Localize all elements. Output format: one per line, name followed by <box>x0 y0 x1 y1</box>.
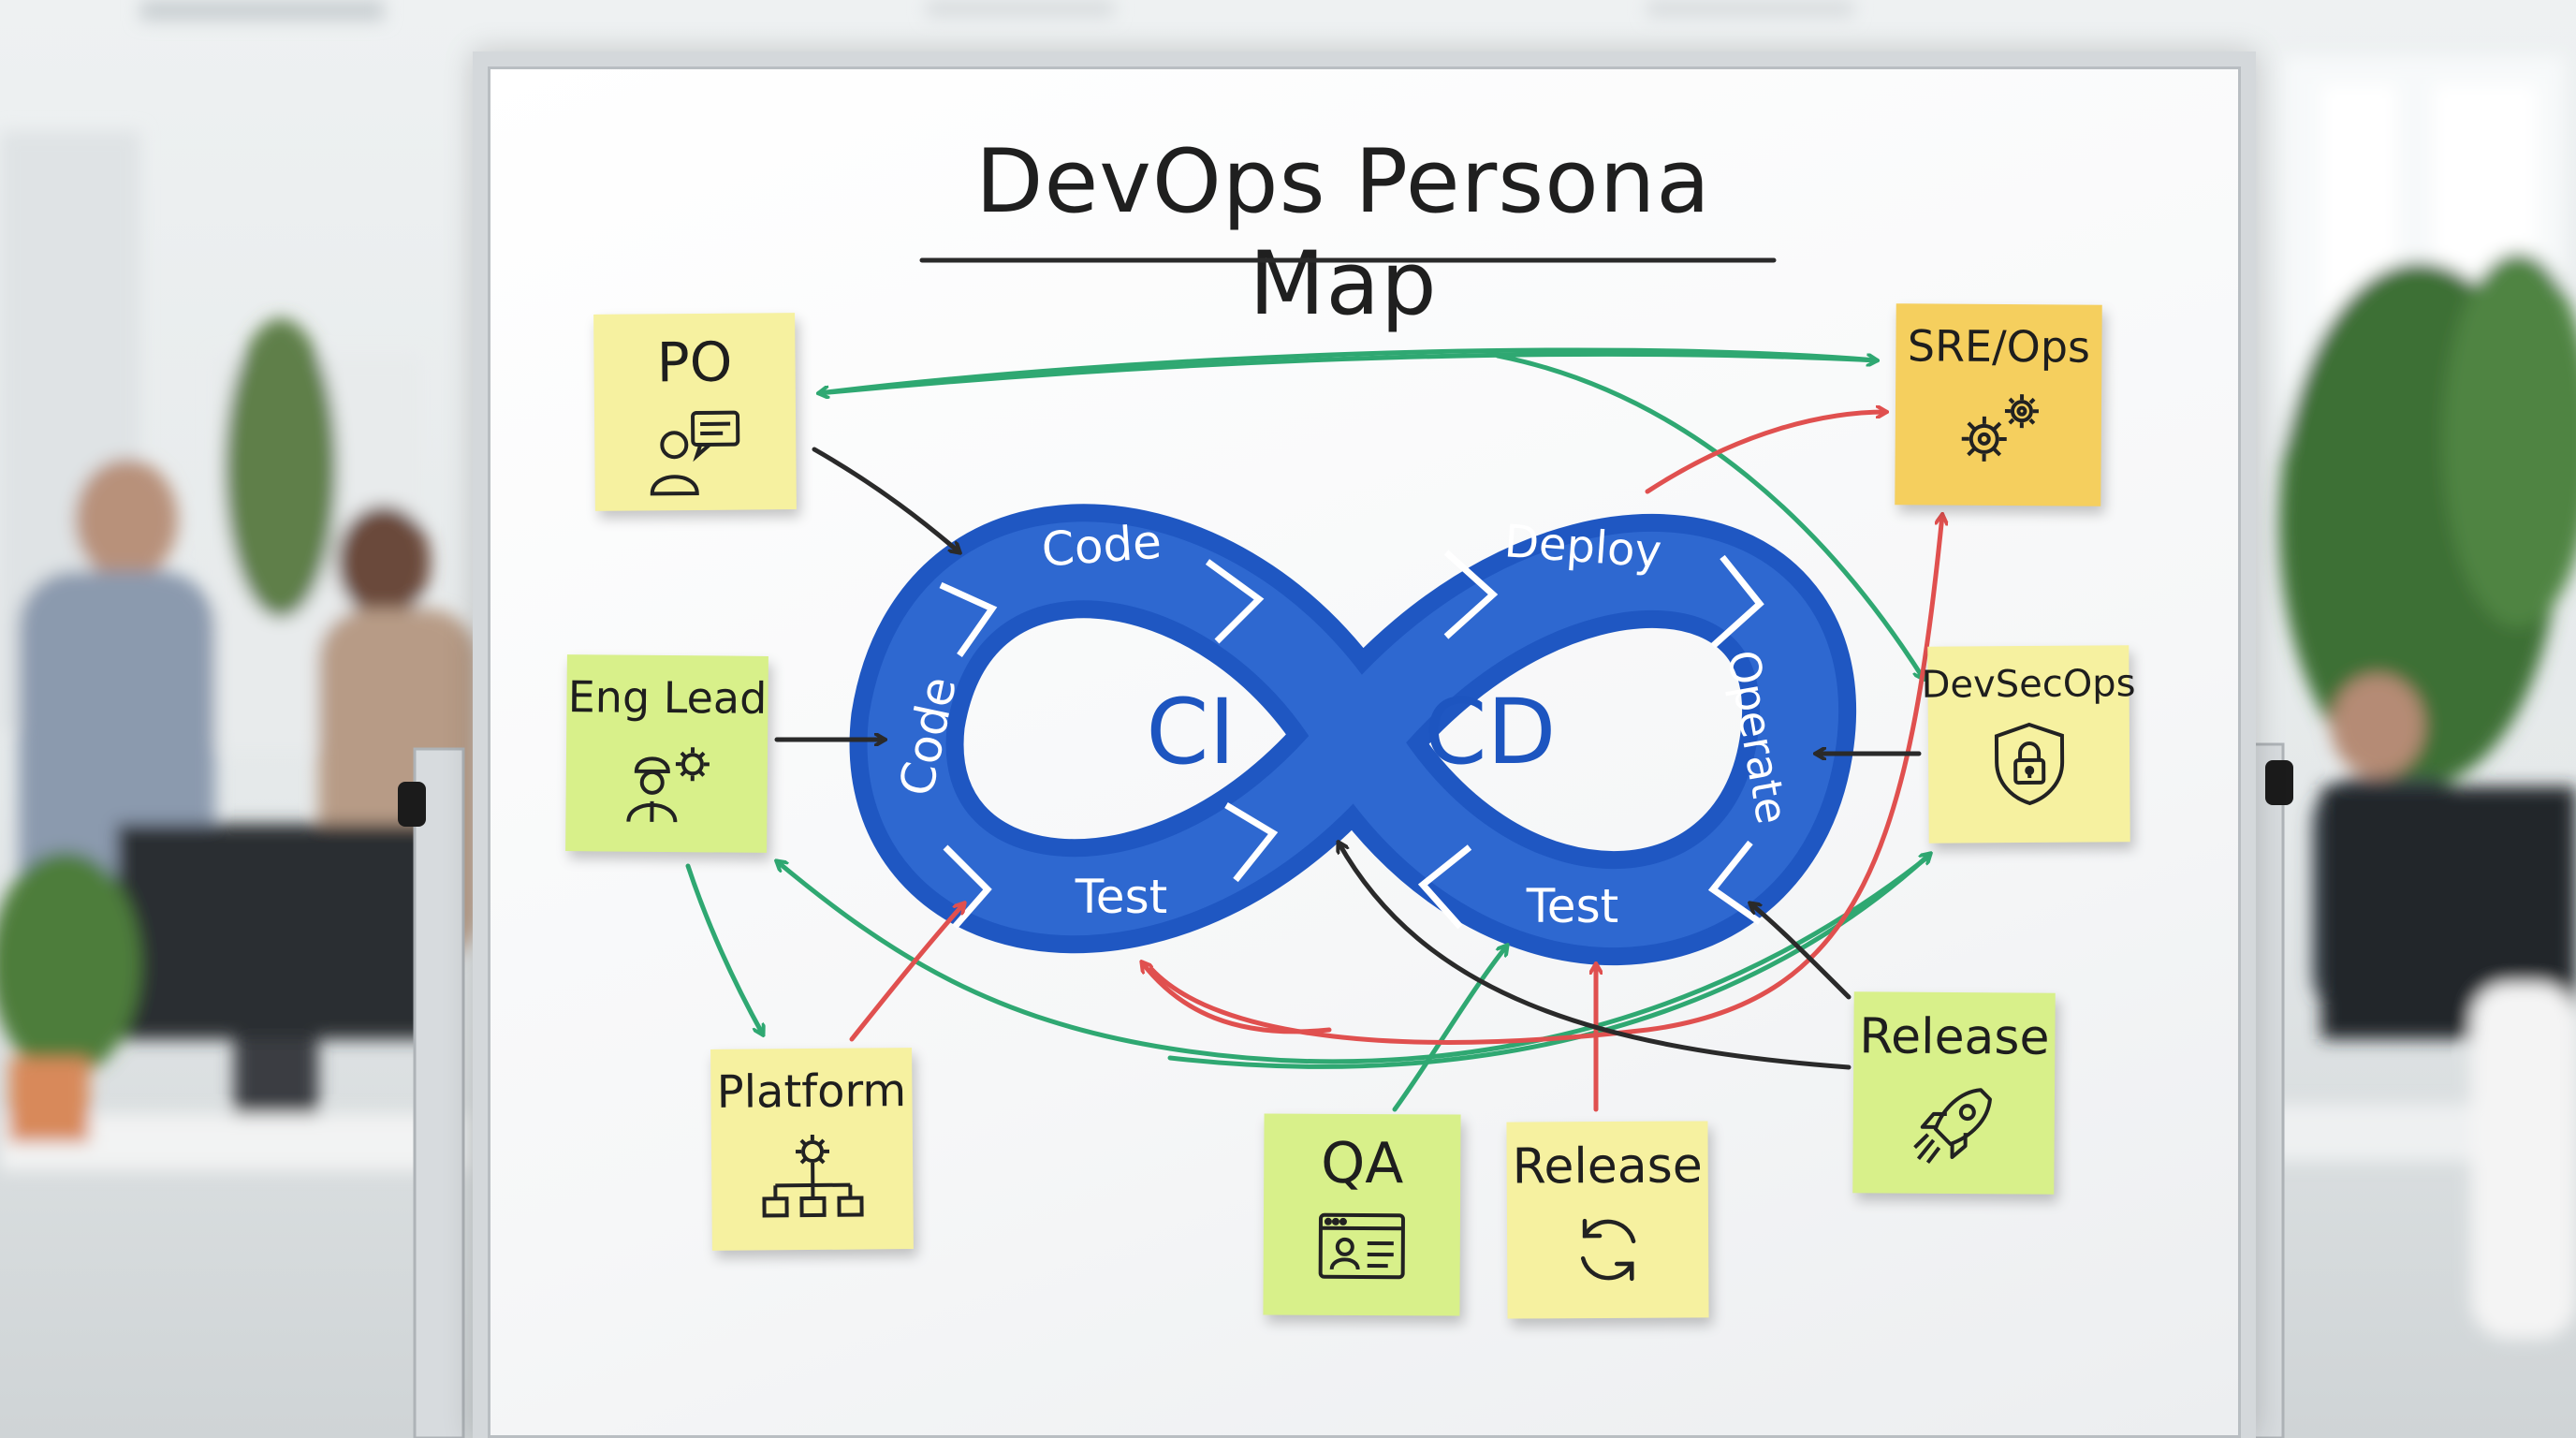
cd-label: CD <box>1425 680 1557 785</box>
persona-label-po: PO <box>656 330 733 395</box>
arrow-eng-lead-to-platform <box>685 863 763 1034</box>
shield-lock-icon <box>1994 722 2064 806</box>
persona-label-devsecops: DevSecOps <box>1921 662 2136 707</box>
arrow-release-to-loop <box>1645 412 1886 494</box>
persona-label-eng-lead: Eng Lead <box>567 671 768 724</box>
refresh-cycle-icon <box>1580 1218 1635 1282</box>
engineer-gear-icon <box>625 747 710 823</box>
persona-note-sre-ops[interactable]: SRE/Ops <box>1895 303 2102 506</box>
gears-icon <box>1961 394 2039 462</box>
arrow-platform-to-test <box>849 903 964 1042</box>
arrow-devsecops-to-eng-lead <box>777 854 1931 1064</box>
stage-test-right: Test <box>1526 879 1618 933</box>
persona-note-release-center[interactable]: Release <box>1506 1121 1709 1319</box>
arrow-release-right-to-cd <box>1339 843 1852 1070</box>
persona-note-platform[interactable]: Platform <box>710 1048 914 1251</box>
persona-note-qa[interactable]: QA <box>1263 1113 1461 1316</box>
persona-note-eng-lead[interactable]: Eng Lead <box>565 654 768 853</box>
persona-note-devsecops[interactable]: DevSecOps <box>1922 645 2136 844</box>
ci-label: CI <box>1146 680 1235 785</box>
arrow-release-right-to-test <box>1750 903 1852 1000</box>
persona-label-release-center: Release <box>1512 1137 1703 1196</box>
persona-label-platform: Platform <box>716 1064 907 1119</box>
persona-label-sre-ops: SRE/Ops <box>1907 320 2091 373</box>
arrow-loop-to-sreops <box>1149 515 1942 1045</box>
rocket-icon <box>1912 1088 1992 1165</box>
stage-deploy: Deploy <box>1502 515 1663 579</box>
arrow-test-left <box>1142 962 1332 1034</box>
persona-label-qa: QA <box>1320 1130 1404 1197</box>
arrow-eng-lead-to-devsecops <box>1167 854 1930 1069</box>
page-title: DevOps Persona Map <box>975 131 1711 335</box>
arrow-qa-to-loop <box>1392 946 1507 1112</box>
arrow-sreops-to-po <box>819 347 1880 393</box>
persona-note-release-right[interactable]: Release <box>1852 991 2056 1195</box>
arrow-po-to-devsecops <box>1495 353 1924 679</box>
user-chat-icon <box>650 410 739 496</box>
stage-code-top: Code <box>1040 515 1164 578</box>
arrow-po-to-code <box>812 447 959 552</box>
stage-test-left: Test <box>1075 870 1167 924</box>
id-card-window-icon <box>1318 1212 1405 1280</box>
persona-note-po[interactable]: PO <box>593 313 797 511</box>
persona-label-release-right: Release <box>1859 1008 2050 1066</box>
arrow-sreops-to-po-head <box>816 351 1877 396</box>
org-chart-gear-icon <box>761 1134 864 1218</box>
